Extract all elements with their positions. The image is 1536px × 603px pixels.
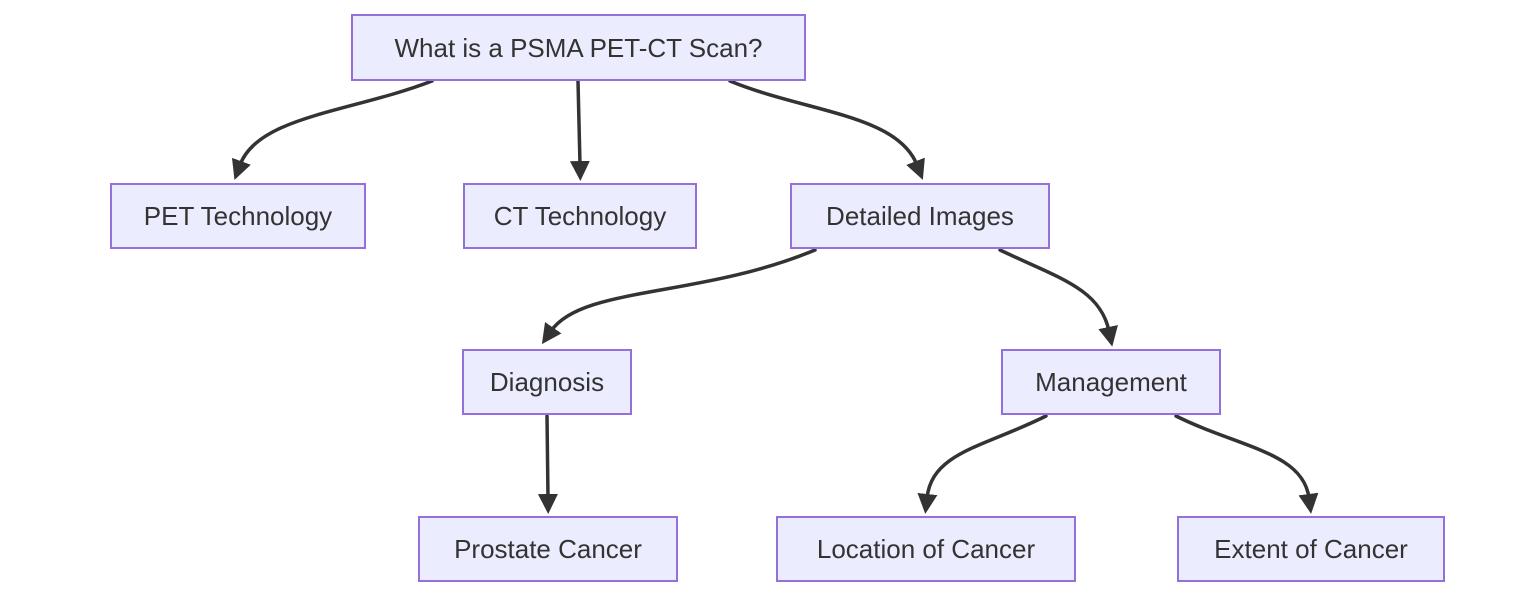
node-diagnosis-label: Diagnosis	[489, 367, 605, 397]
node-pet-technology-label: PET Technology	[143, 201, 333, 231]
edge-management-to-extent	[1174, 414, 1319, 514]
node-detailed-images-label: Detailed Images	[826, 201, 1014, 231]
edge-detailed-to-diagnosis	[541, 248, 817, 345]
edge-root-to-detailed	[728, 79, 925, 180]
node-management: Management	[1001, 349, 1221, 415]
edge-root-to-ct	[569, 79, 590, 181]
node-location-of-cancer: Location of Cancer	[776, 516, 1076, 582]
node-extent-of-cancer-label: Extent of Cancer	[1214, 534, 1408, 564]
edge-management-to-location	[917, 414, 1048, 514]
node-prostate-cancer: Prostate Cancer	[418, 516, 678, 582]
node-ct-technology-label: CT Technology	[493, 201, 667, 231]
node-detailed-images: Detailed Images	[790, 183, 1050, 249]
edge-detailed-to-management	[998, 248, 1118, 347]
node-ct-technology: CT Technology	[463, 183, 697, 249]
edge-root-to-pet	[232, 79, 434, 181]
node-root: What is a PSMA PET-CT Scan?	[351, 14, 806, 81]
node-management-label: Management	[1035, 367, 1187, 397]
node-root-label: What is a PSMA PET-CT Scan?	[394, 32, 763, 63]
node-extent-of-cancer: Extent of Cancer	[1177, 516, 1445, 582]
node-location-of-cancer-label: Location of Cancer	[816, 534, 1036, 564]
edge-diagnosis-to-prostate	[537, 414, 558, 514]
node-pet-technology: PET Technology	[110, 183, 366, 249]
node-diagnosis: Diagnosis	[462, 349, 632, 415]
node-prostate-cancer-label: Prostate Cancer	[454, 534, 642, 564]
